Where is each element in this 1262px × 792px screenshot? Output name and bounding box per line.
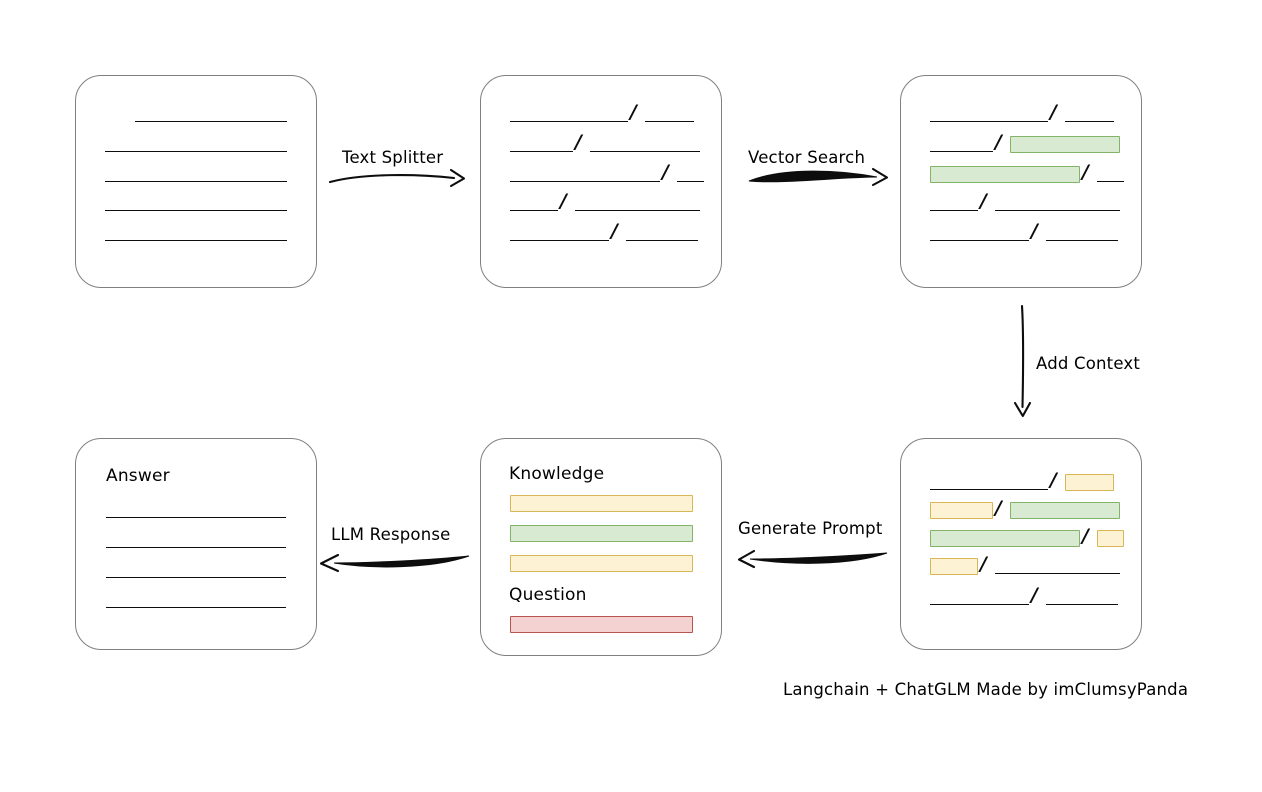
- split-document-separator: /: [575, 131, 582, 153]
- split-document-chunk-line: [626, 240, 698, 241]
- arrow-llm-response-shape: [319, 553, 470, 573]
- context-document-chunk-line: [1046, 604, 1118, 605]
- split-document-separator: /: [630, 101, 637, 123]
- vector-matched-separator: /: [1050, 101, 1057, 123]
- arrow-text-splitter-label: Text Splitter: [342, 148, 444, 167]
- context-document-separator: /: [995, 497, 1002, 519]
- source-document-line: [105, 151, 287, 152]
- source-document-line: [105, 210, 287, 211]
- answer-line: [106, 577, 286, 578]
- arrow-vector-search-shape: [748, 167, 889, 187]
- vector-matched-chunk-line: [1046, 240, 1118, 241]
- question-bar: [510, 616, 693, 633]
- source-document-line: [105, 240, 287, 241]
- split-document-chunk-line: [590, 151, 700, 152]
- vector-matched-separator: /: [995, 131, 1002, 153]
- context-document-chunk-line: [995, 573, 1120, 574]
- knowledge-bar: [510, 555, 693, 572]
- knowledge-label: Knowledge: [509, 464, 605, 484]
- context-document-chunk-highlight: [1010, 502, 1120, 519]
- arrow-text-splitter-shape: [328, 168, 466, 188]
- split-document-chunk-line: [677, 181, 704, 182]
- context-document-separator: /: [980, 553, 987, 575]
- credit-text: Langchain + ChatGLM Made by imClumsyPand…: [783, 680, 1189, 699]
- context-document-separator: /: [1050, 469, 1057, 491]
- split-document-chunk-line: [510, 210, 558, 211]
- vector-matched-separator: /: [1082, 161, 1089, 183]
- split-document-chunk-line: [510, 151, 573, 152]
- question-label: Question: [509, 585, 587, 605]
- answer-label: Answer: [106, 466, 170, 486]
- arrow-add-context-label: Add Context: [1036, 354, 1141, 373]
- arrow-llm-response-label: LLM Response: [331, 525, 451, 544]
- context-document-chunk-highlight: [1097, 530, 1124, 547]
- split-document-chunk-line: [645, 121, 694, 122]
- split-document-chunk-line: [575, 210, 700, 211]
- context-document-chunk-highlight: [930, 530, 1080, 547]
- vector-matched-separator: /: [1031, 220, 1038, 242]
- vector-matched-chunk-line: [1065, 121, 1114, 122]
- vector-matched-chunk-line: [995, 210, 1120, 211]
- context-document-chunk-line: [930, 489, 1048, 490]
- vector-matched-chunk-line: [930, 121, 1048, 122]
- vector-matched-chunk-highlight: [1010, 136, 1120, 153]
- arrow-generate-prompt-label: Generate Prompt: [738, 519, 883, 538]
- split-document-chunk-line: [510, 121, 628, 122]
- knowledge-bar: [510, 525, 693, 542]
- vector-matched-chunk-line: [930, 210, 978, 211]
- split-document-separator: /: [611, 220, 618, 242]
- context-document-separator: /: [1082, 525, 1089, 547]
- arrow-vector-search-label: Vector Search: [748, 148, 866, 167]
- split-document-separator: /: [662, 161, 669, 183]
- context-document-chunk-highlight: [1065, 474, 1114, 491]
- answer-line: [106, 547, 286, 548]
- context-document-separator: /: [1031, 584, 1038, 606]
- answer-line: [106, 607, 286, 608]
- arrow-generate-prompt-shape: [737, 549, 888, 569]
- answer-card-box[interactable]: [75, 438, 317, 650]
- vector-matched-separator: /: [980, 190, 987, 212]
- vector-matched-chunk-highlight: [930, 166, 1080, 183]
- context-document-chunk-line: [930, 604, 1029, 605]
- arrow-add-context-shape: [1013, 304, 1032, 418]
- answer-line: [106, 517, 286, 518]
- source-document-line: [105, 181, 287, 182]
- source-document-line: [135, 121, 287, 122]
- split-document-chunk-line: [510, 240, 609, 241]
- context-document-chunk-highlight: [930, 502, 993, 519]
- knowledge-bar: [510, 495, 693, 512]
- vector-matched-chunk-line: [930, 240, 1029, 241]
- context-document-chunk-highlight: [930, 558, 978, 575]
- split-document-chunk-line: [510, 181, 660, 182]
- split-document-separator: /: [560, 190, 567, 212]
- vector-matched-chunk-line: [930, 151, 993, 152]
- vector-matched-chunk-line: [1097, 181, 1124, 182]
